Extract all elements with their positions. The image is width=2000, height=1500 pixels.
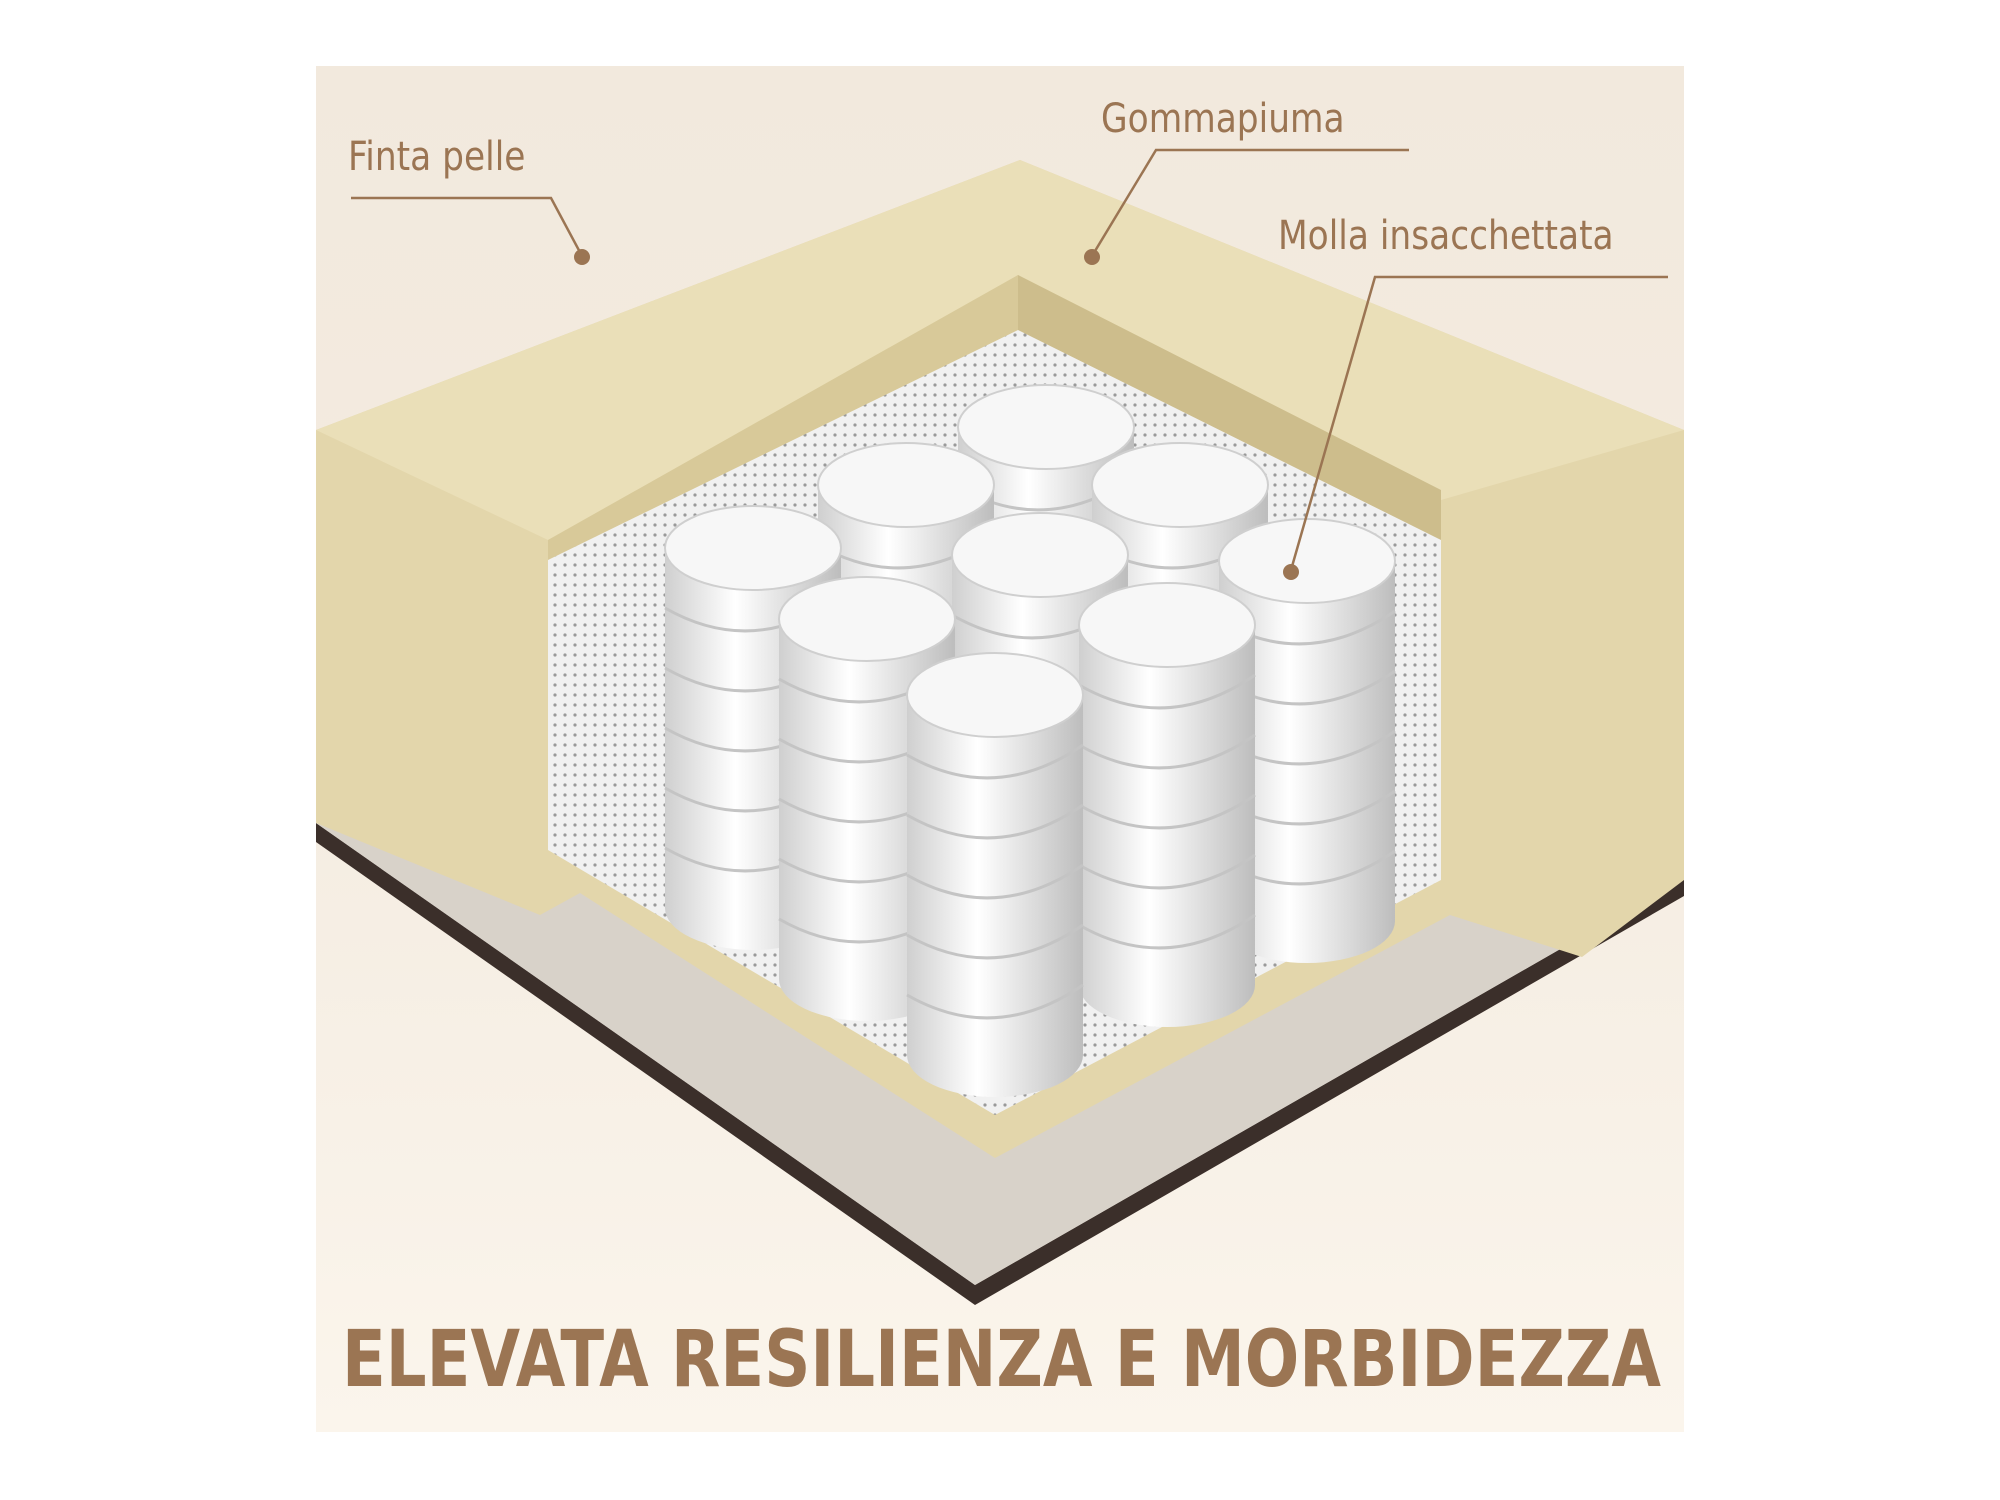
pocket-springs <box>664 384 1396 1097</box>
spring-coil-line <box>906 983 1084 1020</box>
callout-lines <box>351 148 1668 571</box>
headline: ELEVATA RESILIENZA E MORBIDEZZA <box>342 1315 1661 1405</box>
spring-top <box>664 505 842 591</box>
callout-dot-pocket-spring <box>1283 564 1299 580</box>
spring-coil-line <box>1078 853 1256 890</box>
spring-coil-line <box>1078 733 1256 770</box>
spring-cylinder <box>1079 625 1255 1027</box>
spring-coil-line <box>1078 673 1256 710</box>
callout-line-faux-leather <box>351 196 584 257</box>
spring-coil-line <box>906 743 1084 780</box>
spring-cylinder <box>1219 561 1395 963</box>
spring-top <box>1218 518 1396 604</box>
spring-top <box>1091 442 1269 528</box>
spring-top <box>957 384 1135 470</box>
spring-coil-line <box>906 923 1084 960</box>
spring-top <box>817 442 995 528</box>
spring-top <box>778 576 956 662</box>
spring-cylinder <box>907 695 1083 1097</box>
spring-coil-line <box>1078 793 1256 830</box>
spring-coil-line <box>1078 913 1256 950</box>
callout-dot-foam <box>1084 249 1100 265</box>
spring-coil-line <box>906 803 1084 840</box>
label-pocket-spring: Molla insacchettata <box>1278 213 1614 259</box>
callout-dot-faux-leather <box>574 249 590 265</box>
spring-coil-line <box>906 863 1084 900</box>
callout-line-pocket-spring <box>1289 275 1668 571</box>
spring-top <box>1078 582 1256 668</box>
callout-line-foam <box>1090 148 1409 257</box>
spring-top <box>951 512 1129 598</box>
label-faux-leather: Finta pelle <box>348 134 526 180</box>
label-foam: Gommapiuma <box>1101 96 1345 142</box>
spring-top <box>906 652 1084 738</box>
